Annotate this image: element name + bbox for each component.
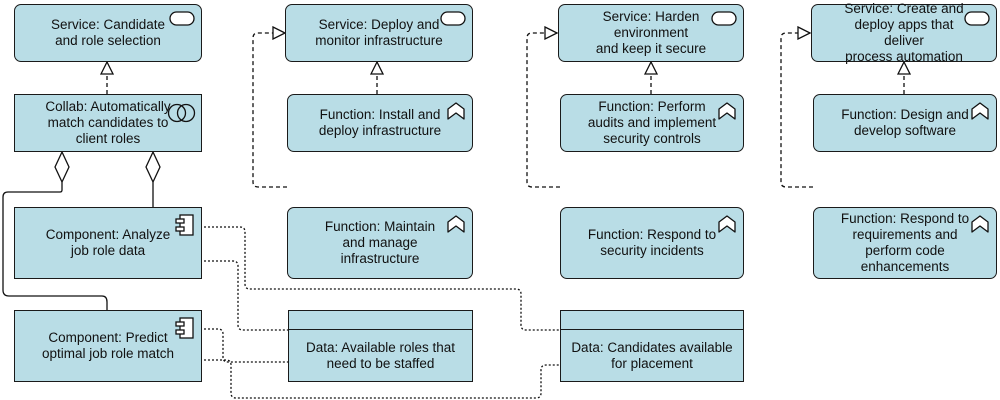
function-label: Function: Maintain and manage infrastruc…	[324, 219, 436, 266]
service-candidate-selection[interactable]: Service: Candidate and role selection	[14, 4, 202, 62]
access-predict-to-roles	[200, 328, 288, 363]
function-respond-requirements[interactable]: Function: Respond to requirements and pe…	[813, 207, 997, 279]
data-label: Data: Available roles that need to be st…	[305, 340, 456, 371]
component-analyze-job-role-data[interactable]: Component: Analyze job role data	[14, 207, 202, 279]
collaboration-label: Collab: Automatically match candidates t…	[45, 99, 171, 146]
function-label: Function: Install and deploy infrastruct…	[318, 107, 442, 138]
function-icon	[718, 102, 736, 120]
access-analyze-to-roles	[200, 260, 288, 331]
data-label: Data: Candidates available for placement	[571, 340, 733, 371]
data-candidates-available[interactable]: Data: Candidates available for placement	[560, 310, 744, 382]
collaboration-match-candidates[interactable]: Collab: Automatically match candidates t…	[14, 94, 202, 152]
component-label: Component: Predict optimal job role matc…	[41, 330, 175, 361]
function-perform-audits[interactable]: Function: Perform audits and implement s…	[560, 94, 744, 152]
data-header	[289, 311, 472, 330]
function-label: Function: Design and develop software	[841, 107, 969, 138]
aggregation-collab-to-predict	[54, 150, 70, 184]
function-icon	[971, 102, 989, 120]
access-analyze-to-candidates	[200, 226, 560, 331]
function-icon	[718, 215, 736, 233]
service-label: Service: Create and deploy apps that del…	[844, 1, 964, 64]
realization-respond-to-harden	[526, 33, 560, 188]
data-body: Data: Available roles that need to be st…	[289, 330, 472, 382]
function-maintain-manage[interactable]: Function: Maintain and manage infrastruc…	[287, 207, 473, 279]
service-icon	[711, 11, 737, 26]
service-deploy-monitor[interactable]: Service: Deploy and monitor infrastructu…	[285, 4, 473, 62]
service-create-deploy-apps[interactable]: Service: Create and deploy apps that del…	[811, 1, 997, 64]
service-icon	[964, 11, 990, 26]
collaboration-icon	[167, 103, 196, 123]
data-body: Data: Candidates available for placement	[561, 330, 743, 382]
function-label: Function: Respond to requirements and pe…	[840, 211, 970, 274]
service-label: Service: Candidate and role selection	[50, 17, 166, 48]
service-icon	[169, 11, 195, 26]
service-icon	[440, 11, 466, 26]
aggregation-collab-to-analyze	[145, 150, 161, 184]
realization-maintain-to-deploy	[252, 33, 287, 188]
data-header	[561, 311, 743, 330]
service-harden-environment[interactable]: Service: Harden environment and keep it …	[558, 4, 744, 62]
component-predict-job-role-match[interactable]: Component: Predict optimal job role matc…	[14, 310, 202, 382]
component-icon	[175, 214, 194, 236]
realization-respondreq-to-apps	[780, 33, 813, 188]
service-label: Service: Deploy and monitor infrastructu…	[315, 17, 443, 48]
function-label: Function: Respond to security incidents	[587, 227, 717, 258]
function-icon	[971, 215, 989, 233]
function-icon	[447, 215, 465, 233]
component-label: Component: Analyze job role data	[45, 227, 171, 258]
component-icon	[175, 317, 194, 339]
service-label: Service: Harden environment and keep it …	[595, 9, 707, 56]
data-available-roles[interactable]: Data: Available roles that need to be st…	[288, 310, 473, 382]
function-design-develop[interactable]: Function: Design and develop software	[813, 94, 997, 152]
function-label: Function: Perform audits and implement s…	[587, 99, 717, 146]
aggregation-line-predict	[2, 182, 108, 310]
function-icon	[447, 102, 465, 120]
function-install-deploy[interactable]: Function: Install and deploy infrastruct…	[287, 94, 473, 152]
function-respond-security[interactable]: Function: Respond to security incidents	[560, 207, 744, 279]
